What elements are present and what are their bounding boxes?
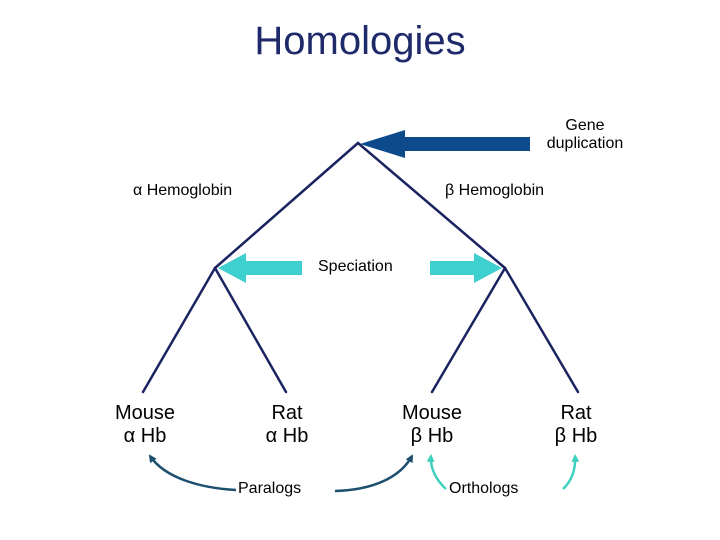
branch-alpha-to-rat xyxy=(213,266,288,394)
branch-beta-to-rat xyxy=(503,266,580,394)
speciation-label: Speciation xyxy=(318,258,393,275)
leaf-rat-beta: Rat β Hb xyxy=(506,402,646,448)
branch-beta-to-mouse xyxy=(430,266,507,394)
branch-alpha-to-mouse xyxy=(141,266,217,394)
page-title: Homologies xyxy=(254,19,466,63)
leaf-species: Mouse xyxy=(401,402,463,424)
leaf-species: Mouse xyxy=(114,402,176,424)
leaf-gene: β Hb xyxy=(410,425,454,447)
gene-duplication-line1: Gene xyxy=(565,117,605,134)
leaf-species: Rat xyxy=(560,402,592,424)
leaf-mouse-beta: Mouse β Hb xyxy=(362,402,502,448)
beta-hemoglobin-label: β Hemoglobin xyxy=(445,182,544,200)
ortholog-arc-right xyxy=(562,454,580,490)
leaf-mouse-alpha: Mouse α Hb xyxy=(75,402,215,448)
gene-duplication-label: Gene duplication xyxy=(530,117,640,154)
leaf-rat-alpha: Rat α Hb xyxy=(217,402,357,448)
gene-duplication-line2: duplication xyxy=(546,135,624,153)
branch-root-to-beta xyxy=(356,141,507,270)
alpha-symbol: α xyxy=(133,182,143,199)
leaf-species: Rat xyxy=(271,402,303,424)
beta-symbol: β xyxy=(445,182,455,199)
speciation-arrow-left xyxy=(218,253,302,283)
gene-duplication-arrow xyxy=(360,130,530,158)
speciation-arrow-right xyxy=(430,253,502,283)
leaf-gene: α Hb xyxy=(123,425,167,447)
alpha-clade-name: Hemoglobin xyxy=(146,182,233,199)
paralog-arc-left xyxy=(148,454,237,492)
paralogs-label: Paralogs xyxy=(238,480,302,497)
leaf-gene: α Hb xyxy=(265,425,309,447)
ortholog-arc-left xyxy=(426,454,447,490)
branch-root-to-alpha xyxy=(213,141,360,270)
beta-clade-name: Hemoglobin xyxy=(458,182,545,199)
leaf-gene: β Hb xyxy=(554,425,598,447)
alpha-hemoglobin-label: α Hemoglobin xyxy=(133,182,232,200)
orthologs-label: Orthologs xyxy=(449,480,519,497)
paralog-arc-right xyxy=(334,454,414,493)
